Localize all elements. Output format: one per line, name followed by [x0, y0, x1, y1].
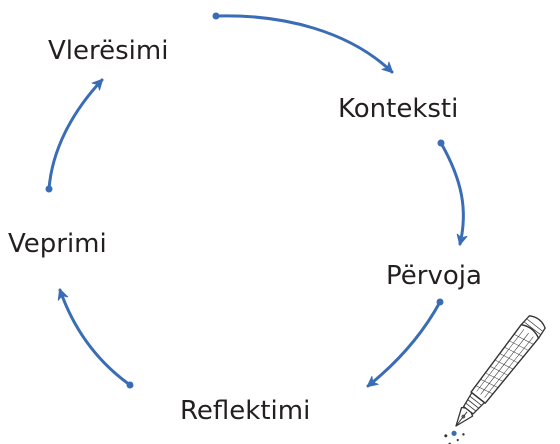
- stage-label-konteksti: Konteksti: [338, 94, 459, 124]
- stage-label-pervoja: Përvoja: [386, 261, 482, 291]
- arrow-to-reflektimi: [366, 298, 444, 388]
- stage-label-vleresimi: Vlerësimi: [48, 36, 169, 66]
- arrow-to-pervoja: [437, 139, 468, 246]
- arrow-to-veprimi: [57, 288, 134, 389]
- stage-label-veprimi: Veprimi: [8, 229, 107, 259]
- arrow-to-vleresimi: [45, 78, 104, 193]
- arrow-to-konteksti: [212, 12, 394, 74]
- stage-label-reflektimi: Reflektimi: [180, 396, 311, 426]
- fountain-pen-icon: [444, 315, 546, 444]
